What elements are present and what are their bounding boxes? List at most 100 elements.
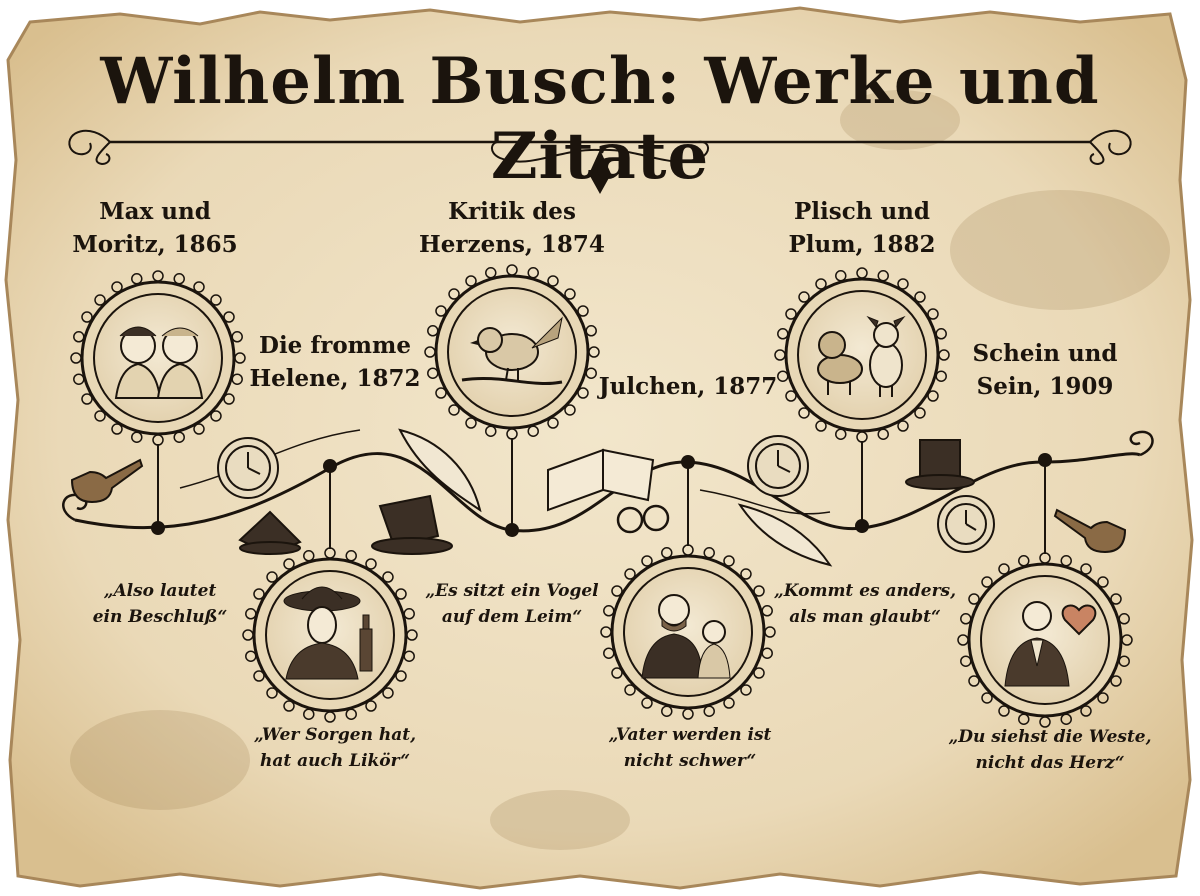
work-quote-line: auf dem Leim“: [441, 607, 583, 627]
frame-scallop: [81, 311, 93, 323]
medallions: [70, 264, 1133, 728]
frame-scallop: [283, 558, 295, 570]
work-quote-line: „Wer Sorgen hat,: [253, 725, 416, 745]
work-quote-line: nicht das Herz“: [975, 753, 1125, 773]
frame-scallop: [266, 687, 278, 699]
work-quote: „Kommt es anders,als man glaubt“: [750, 578, 980, 630]
frame-scallop: [723, 697, 735, 709]
frame-scallop: [193, 423, 205, 435]
medallion-2: [242, 547, 418, 723]
medallion-inner: [93, 293, 223, 423]
frame-scallop: [740, 684, 752, 696]
work-quote: „Du siehst die Weste, nicht das Herz“: [935, 724, 1165, 776]
frame-scallop: [283, 700, 295, 712]
bird-on-branch-icon: [461, 316, 563, 386]
frame-scallop: [94, 410, 106, 422]
frame-scallop: [798, 407, 810, 419]
frame-scallop: [624, 684, 636, 696]
frame-scallop: [753, 667, 765, 679]
page-title: Wilhelm Busch: Werke und Zitate: [100, 44, 1100, 194]
spectacles-icon: [616, 504, 670, 534]
frame-scallop: [723, 555, 735, 567]
frame-scallop: [968, 675, 980, 687]
frame-scallop: [94, 294, 106, 306]
frame-scallop: [577, 305, 589, 317]
frame-scallop: [81, 393, 93, 405]
clock-icon: [217, 437, 279, 499]
frame-scallop: [111, 423, 123, 435]
frame-scallop: [897, 278, 909, 290]
medallion-inner: [797, 290, 927, 420]
timeline-dot: [855, 519, 869, 533]
frame-scallop: [981, 576, 993, 588]
frame-scallop: [641, 555, 653, 567]
work-quote-line: hat auch Likör“: [259, 751, 411, 771]
timeline-dot: [323, 459, 337, 473]
frame-scallop: [193, 281, 205, 293]
frame-scallop: [927, 390, 939, 402]
pipe-icon: [1053, 508, 1127, 554]
quill-icon: [737, 503, 833, 567]
frame-scallop: [253, 588, 265, 600]
frame-scallop: [1110, 675, 1122, 687]
work-quote-line: nicht schwer“: [623, 751, 757, 771]
frame-scallop: [740, 568, 752, 580]
frame-scallop: [210, 294, 222, 306]
frame-scallop: [611, 667, 623, 679]
open-book-icon: [547, 448, 655, 512]
clock-icon: [937, 495, 995, 553]
work-title: Julchen, 1877: [568, 370, 808, 403]
work-title-line: Helene, 1872: [249, 365, 421, 392]
frame-scallop: [1080, 705, 1092, 717]
frame-scallop: [448, 404, 460, 416]
two-boys-icon: [114, 326, 204, 399]
work-title-line: Moritz, 1865: [72, 231, 238, 258]
top-hat-icon: [238, 510, 302, 556]
work-title-line: Kritik des: [448, 198, 576, 225]
work-quote-line: „Du siehst die Weste,: [948, 727, 1152, 747]
frame-scallop: [1110, 593, 1122, 605]
frame-scallop: [815, 278, 827, 290]
frame-scallop: [914, 291, 926, 303]
top-hat-icon: [371, 494, 453, 555]
frame-scallop: [785, 308, 797, 320]
frame-scallop: [253, 670, 265, 682]
frame-scallop: [914, 407, 926, 419]
work-title-line: Plum, 1882: [788, 231, 936, 258]
medallion-3: [424, 264, 600, 440]
frame-scallop: [897, 420, 909, 432]
lady-with-bottle-icon: [283, 586, 373, 680]
timeline-dot: [151, 521, 165, 535]
frame-scallop: [223, 393, 235, 405]
work-quote-line: „Also lautet: [103, 581, 217, 601]
work-title-line: Plisch und: [794, 198, 930, 225]
work-title-line: Sein, 1909: [976, 373, 1114, 400]
frame-scallop: [998, 705, 1010, 717]
frame-scallop: [753, 585, 765, 597]
work-quote-line: „Es sitzt ein Vogel: [425, 581, 599, 601]
frame-scallop: [927, 308, 939, 320]
frame-scallop: [798, 291, 810, 303]
work-title-line: Julchen, 1877: [598, 373, 778, 400]
medallion-5: [774, 267, 950, 443]
frame-scallop: [981, 692, 993, 704]
frame-scallop: [382, 571, 394, 583]
frame-scallop: [365, 558, 377, 570]
top-hat-icon: [905, 439, 975, 490]
frame-scallop: [1080, 563, 1092, 575]
father-and-daughter-icon: [641, 594, 731, 679]
frame-scallop: [435, 387, 447, 399]
frame-scallop: [266, 571, 278, 583]
frame-scallop: [111, 281, 123, 293]
timeline-connectors: [151, 438, 1052, 554]
frame-scallop: [382, 687, 394, 699]
title-ornament: [68, 129, 1132, 195]
frame-scallop: [1097, 692, 1109, 704]
